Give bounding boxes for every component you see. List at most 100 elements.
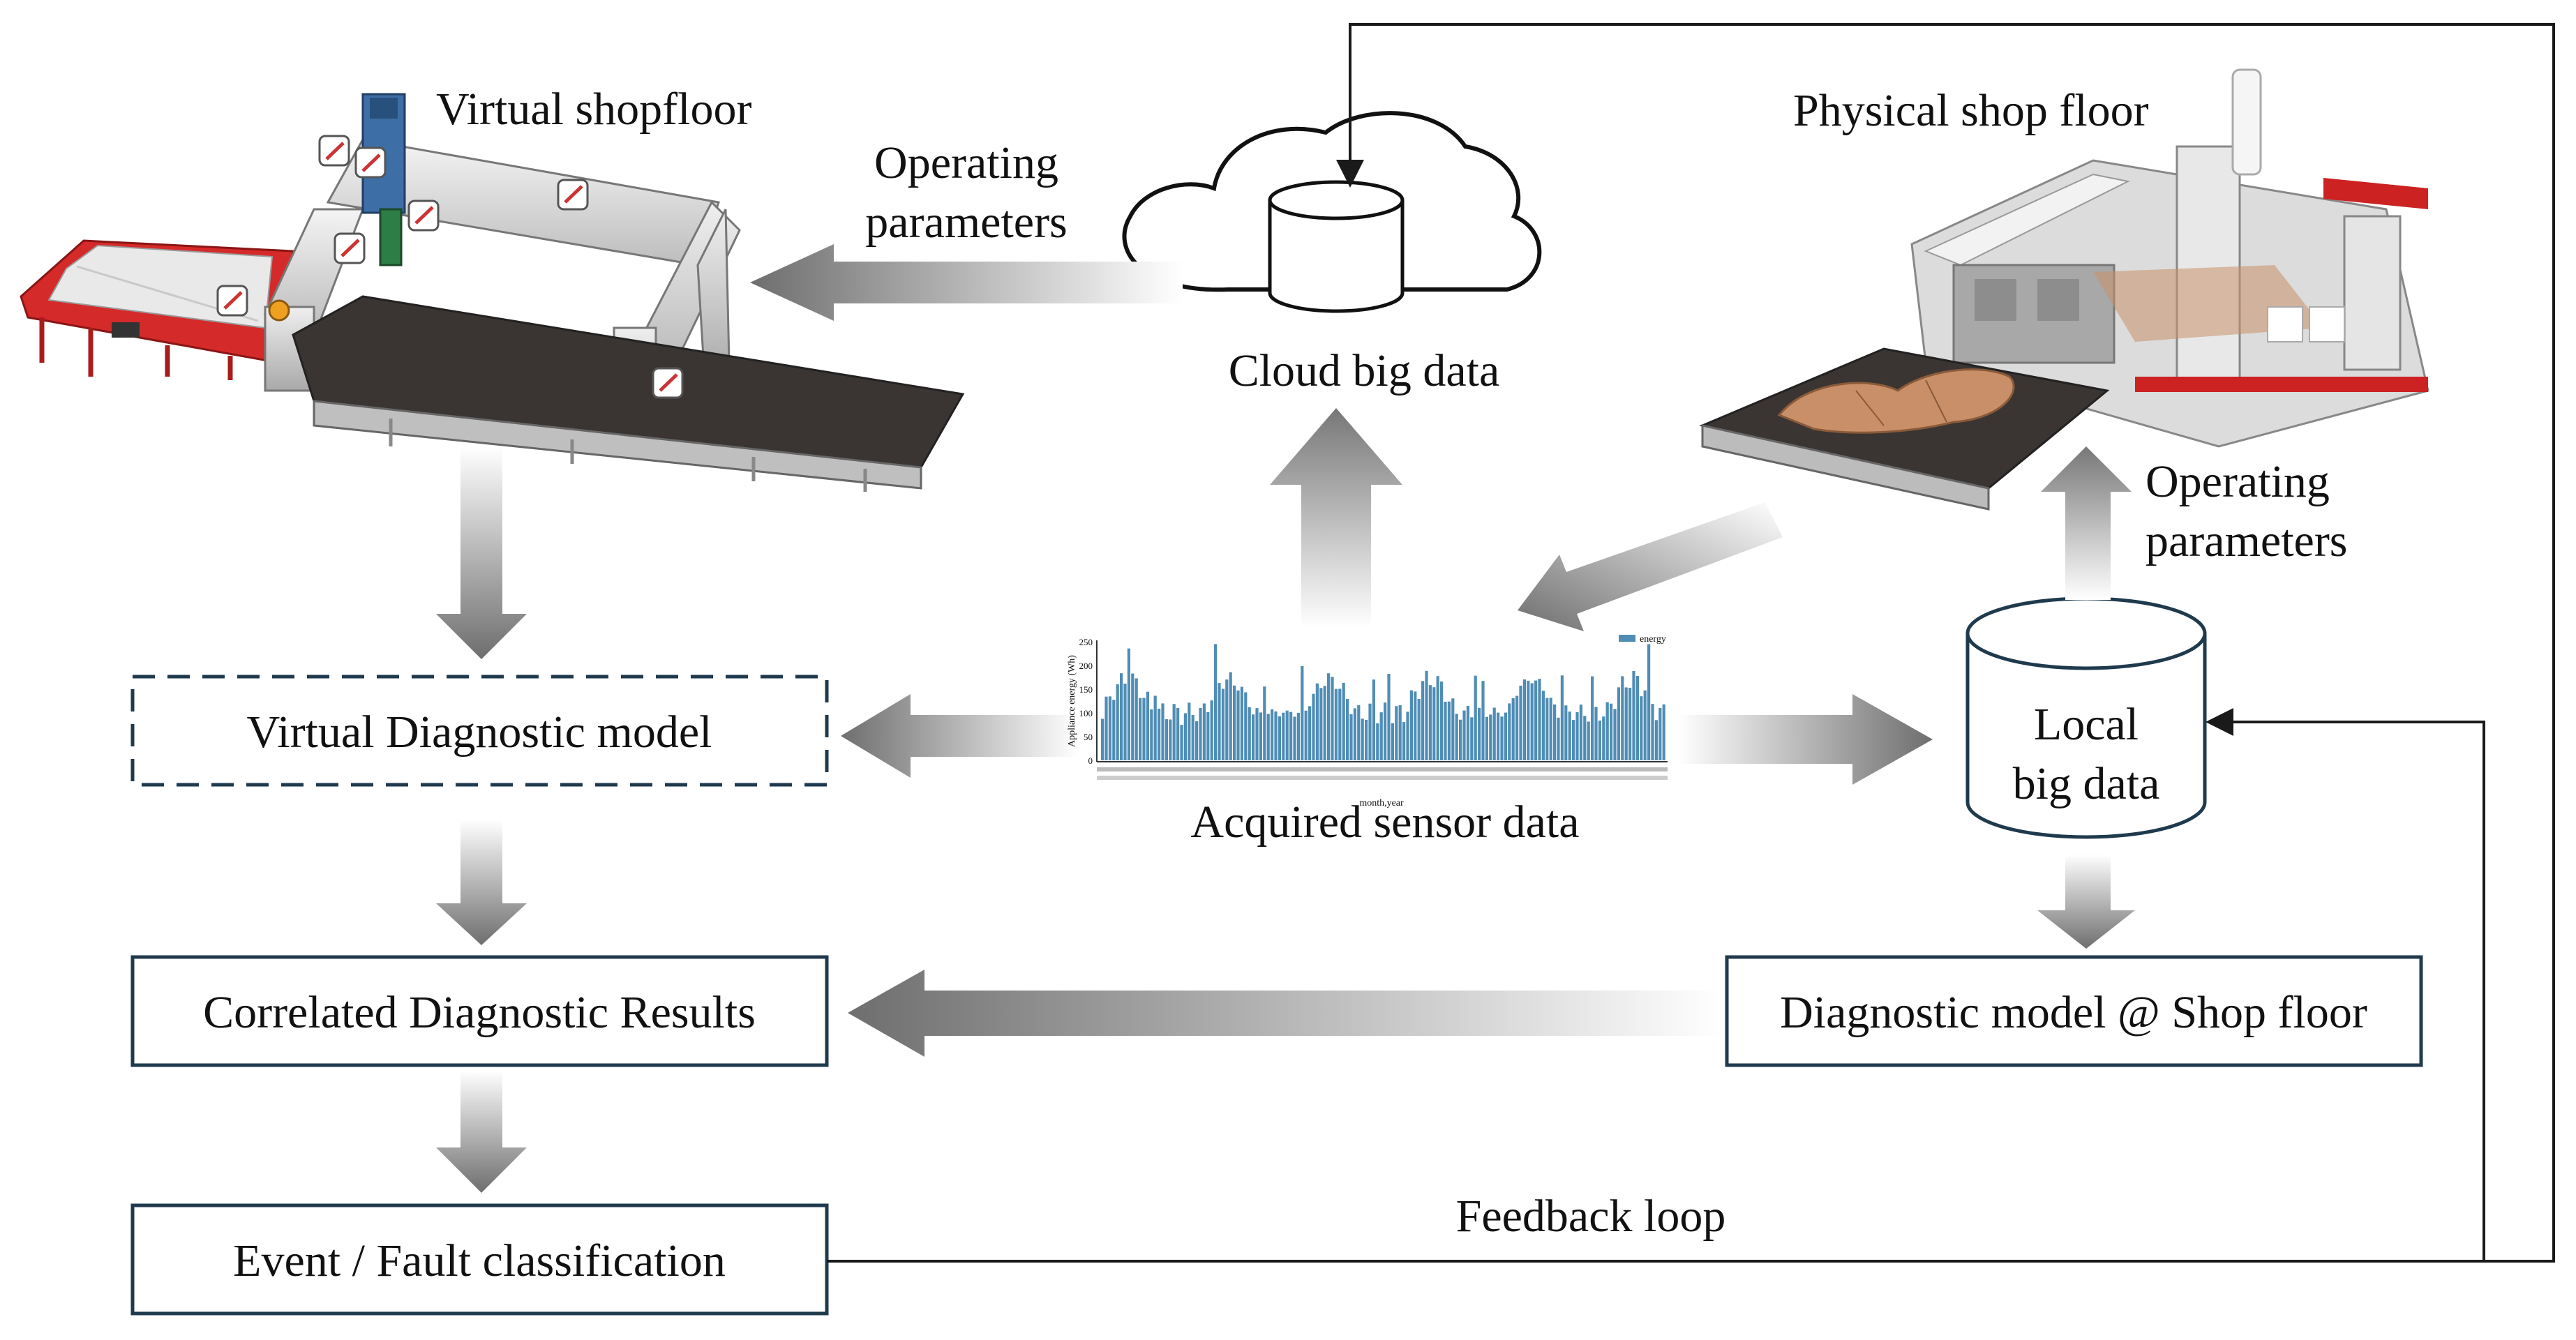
sensor-chart-bar bbox=[1654, 720, 1658, 760]
sensor-chart-bar bbox=[1161, 703, 1165, 760]
sensor-chart-bar bbox=[1398, 705, 1402, 760]
sensor-chart-bar bbox=[1575, 712, 1579, 760]
sensor-chart-bar bbox=[1248, 707, 1251, 760]
sensor-chart-bar bbox=[1278, 716, 1281, 760]
sensor-chart-bar bbox=[1108, 696, 1111, 760]
sensor-chart-bar bbox=[1293, 716, 1296, 760]
sensor-chart-bar bbox=[1591, 676, 1594, 760]
sensor-chart-bar bbox=[1425, 670, 1428, 760]
label-cloud-big-data: Cloud big data bbox=[1229, 345, 1500, 396]
red-loading-table bbox=[20, 239, 294, 380]
sensor-chart-bar bbox=[1617, 687, 1620, 760]
sensor-chart-bar bbox=[1395, 706, 1398, 760]
sensor-chart-bar bbox=[1331, 677, 1334, 760]
sensor-chart-bar bbox=[1101, 718, 1104, 760]
sensor-chart-bar bbox=[1624, 687, 1628, 760]
sensor-chart-bar bbox=[1135, 678, 1138, 760]
sensor-chart-bar bbox=[1263, 686, 1266, 760]
sensor-chart-bar bbox=[1116, 684, 1119, 760]
sensor-chart-bar bbox=[1123, 684, 1127, 760]
arrow-sensor-to-cloud bbox=[1270, 408, 1402, 628]
sensor-chart-bar bbox=[1361, 718, 1364, 760]
label-operating-parameters-left-line2: parameters bbox=[865, 197, 1068, 248]
sensor-chart-ytick-label: 0 bbox=[1088, 755, 1093, 766]
sensor-chart-bar bbox=[1530, 683, 1534, 760]
sensor-chart-bar bbox=[1376, 723, 1379, 760]
box-correlated-diagnostic-results bbox=[130, 955, 829, 1067]
sensor-chart-bars bbox=[1101, 644, 1665, 760]
sensor-chart-bar bbox=[1553, 704, 1557, 760]
arrow-correlated-to-event bbox=[436, 1071, 527, 1193]
arrow-cloud-to-virtual bbox=[750, 244, 1183, 321]
sensor-chart-bar bbox=[1282, 712, 1285, 760]
label-virtual-shopfloor: Virtual shopfloor bbox=[436, 84, 751, 135]
sensor-chart-bar bbox=[1508, 703, 1511, 760]
leather-pieces bbox=[1777, 368, 2015, 434]
sensor-chart-legend: energy bbox=[1640, 634, 1666, 645]
sensor-chart-bar bbox=[1610, 703, 1613, 760]
sensor-chart-bar bbox=[1640, 696, 1643, 760]
sensor-chart-bar bbox=[1240, 686, 1243, 760]
sensor-chart-bar bbox=[1214, 644, 1218, 760]
text-diagnostic-model-shop-floor: Diagnostic model @ Shop floor bbox=[1780, 987, 2367, 1038]
sensor-chart-bar bbox=[1308, 706, 1312, 760]
box-event-fault-classification bbox=[130, 1203, 829, 1316]
sensor-chart-ytick-label: 50 bbox=[1084, 732, 1093, 742]
sensor-chart-bar bbox=[1497, 712, 1500, 760]
sensor-chart-bar bbox=[1346, 698, 1349, 760]
sensor-chart-bar bbox=[1658, 707, 1662, 760]
sensor-chart-bar bbox=[1274, 711, 1278, 760]
sensor-chart-bar bbox=[1365, 720, 1368, 760]
box-diagnostic-model-shop-floor bbox=[1725, 955, 2423, 1067]
sensor-chart-bar bbox=[1252, 714, 1255, 760]
virtual-sensor-tag-icons bbox=[216, 135, 684, 399]
sensor-chart-bar bbox=[1492, 707, 1496, 760]
sensor-chart-bar bbox=[1455, 714, 1458, 760]
sensor-chart-bar bbox=[1172, 704, 1176, 760]
label-local-big-data-line2: big data bbox=[2013, 758, 2160, 809]
sensor-chart-bar bbox=[1628, 687, 1632, 760]
sensor-chart-bar bbox=[1583, 716, 1587, 760]
sensor-chart-bar bbox=[1206, 712, 1210, 760]
sensor-chart-bar bbox=[1621, 676, 1624, 760]
sensor-chart-bar bbox=[1587, 721, 1590, 760]
text-correlated-diagnostic-results: Correlated Diagnostic Results bbox=[203, 987, 756, 1038]
sensor-chart-bar bbox=[1315, 683, 1319, 760]
sensor-chart-bar bbox=[1515, 695, 1519, 760]
sensor-chart-bar bbox=[1153, 695, 1157, 760]
sensor-chart-bar bbox=[1481, 681, 1485, 760]
sensor-chart-ytick-label: 150 bbox=[1079, 684, 1093, 695]
sensor-chart-bar bbox=[1594, 707, 1598, 760]
sensor-chart-bar bbox=[1504, 712, 1507, 760]
sensor-chart-bar bbox=[1289, 712, 1293, 760]
sensor-chart-bar bbox=[1183, 713, 1187, 760]
sensor-chart-bar bbox=[1545, 698, 1549, 760]
sensor-chart-ytick-label: 100 bbox=[1079, 708, 1093, 718]
feedback-line-to-local bbox=[827, 708, 2485, 1263]
sensor-chart-bar bbox=[1338, 688, 1342, 760]
local-big-data-database-icon bbox=[1965, 596, 2207, 839]
sensor-chart-ytick-label: 200 bbox=[1079, 661, 1093, 671]
text-event-fault-classification: Event / Fault classification bbox=[233, 1235, 726, 1286]
sensor-chart-bar bbox=[1353, 708, 1356, 760]
sensor-chart-bar bbox=[1474, 675, 1477, 760]
sensor-chart-bar bbox=[1210, 700, 1213, 760]
arrow-virtual-model-to-correlated bbox=[436, 820, 527, 945]
sensor-chart-bar bbox=[1221, 688, 1225, 760]
sensor-chart-bar bbox=[1414, 691, 1417, 760]
arrow-local-to-physical bbox=[2041, 446, 2132, 600]
sensor-chart-bar bbox=[1301, 665, 1304, 760]
sensor-chart-bar bbox=[1357, 705, 1361, 760]
sensor-chart-bar bbox=[1440, 682, 1444, 760]
sensor-chart-bar bbox=[1568, 712, 1571, 760]
sensor-chart-bar bbox=[1605, 702, 1609, 760]
sensor-chart-bar bbox=[1131, 673, 1135, 760]
sensor-chart-bar bbox=[1146, 691, 1149, 760]
sensor-chart-bar bbox=[1387, 674, 1391, 760]
sensor-chart-bar bbox=[1557, 717, 1560, 760]
sensor-chart-xlabel: month,year bbox=[1359, 798, 1404, 808]
sensor-chart-bar bbox=[1522, 679, 1526, 760]
label-feedback-loop: Feedback loop bbox=[1456, 1191, 1726, 1242]
sensor-chart-bar bbox=[1304, 710, 1308, 760]
arrow-virtual-to-diagnostic bbox=[436, 446, 527, 659]
